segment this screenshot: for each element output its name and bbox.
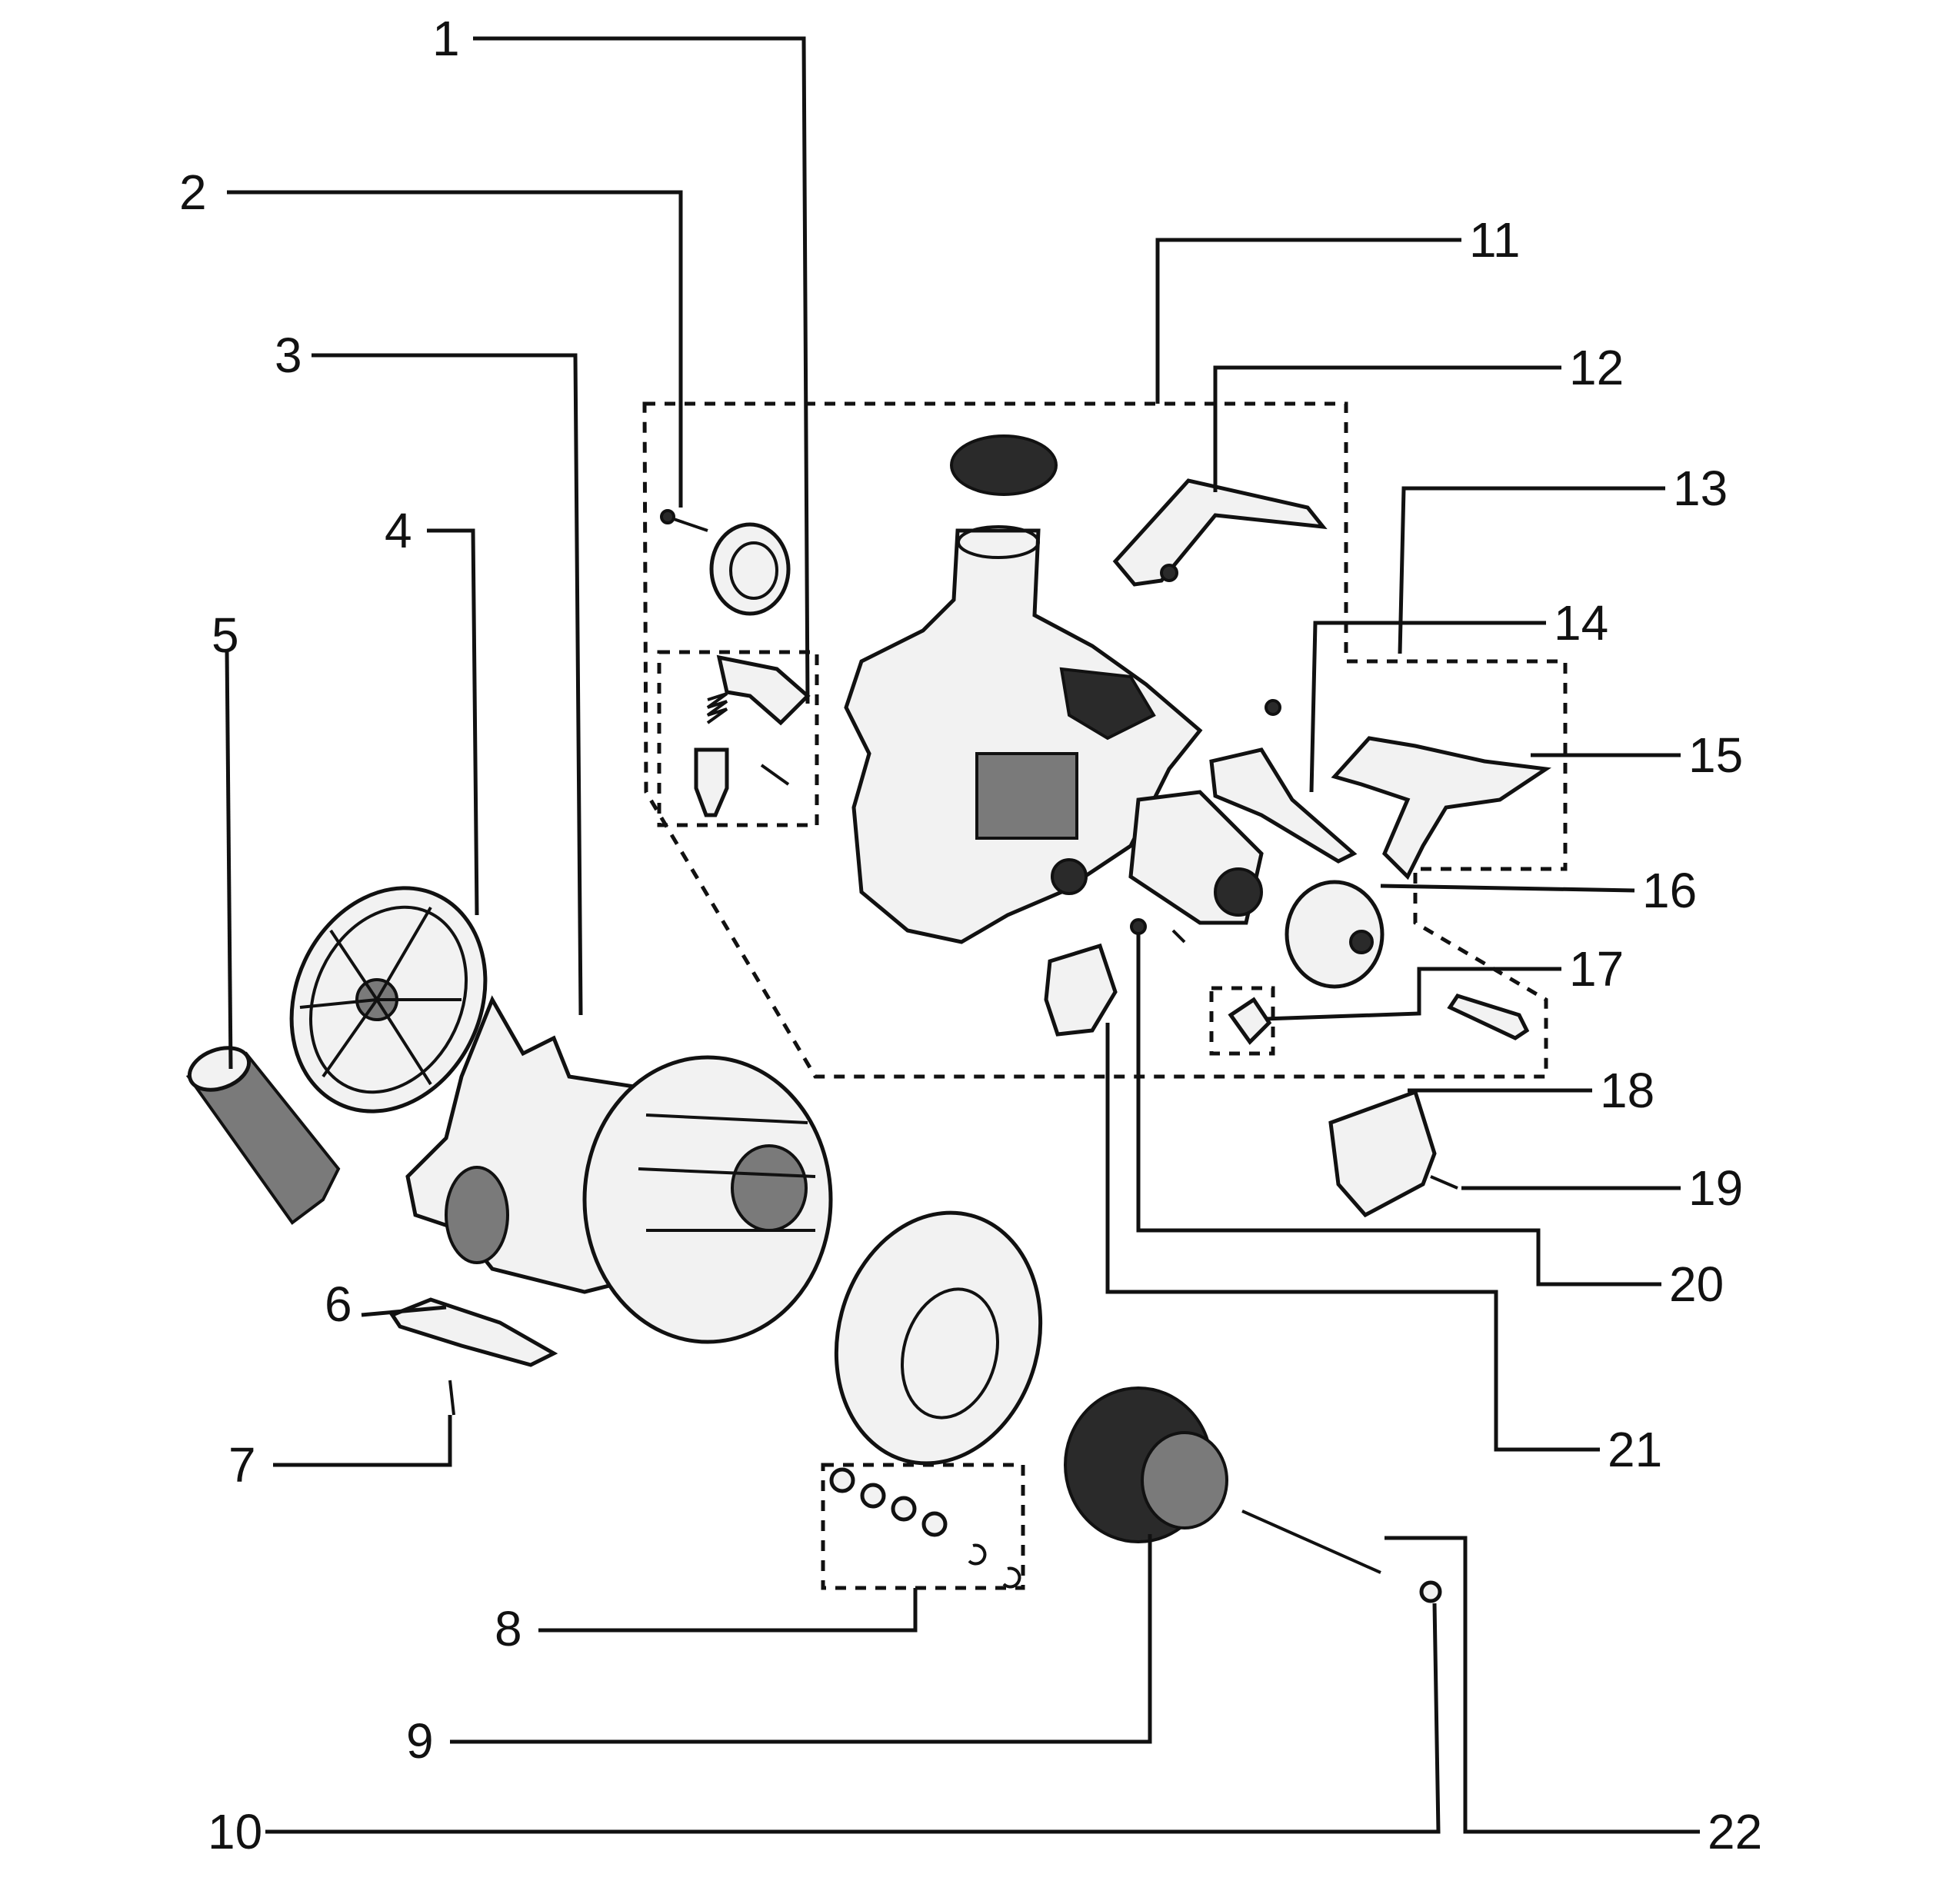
- leader-16: [1380, 884, 1635, 893]
- callout-5: 5: [212, 607, 239, 663]
- leader-13: [1398, 486, 1665, 654]
- callout-8: 8: [495, 1601, 522, 1656]
- callout-19: 19: [1688, 1160, 1743, 1216]
- base-clip-part: [389, 1297, 558, 1416]
- callout-6: 6: [325, 1277, 352, 1332]
- wheel-hub-part: [1064, 1386, 1228, 1543]
- leader-11: [1155, 238, 1461, 404]
- callout-3: 3: [275, 328, 302, 383]
- leader-3: [312, 353, 583, 1016]
- callout-14: 14: [1554, 595, 1608, 651]
- callout-16: 16: [1642, 863, 1697, 918]
- callout-4: 4: [385, 503, 412, 558]
- callout-2: 2: [179, 165, 207, 220]
- leader-22: [1385, 1536, 1700, 1834]
- axle-part: [1241, 1510, 1442, 1603]
- leader-12: [1213, 365, 1561, 492]
- leader-1: [473, 36, 810, 704]
- switch-part: [1044, 918, 1186, 1037]
- catch-subassembly-boundary: [1209, 986, 1275, 1056]
- leader-17: [1265, 967, 1561, 1021]
- leader-14: [1309, 621, 1546, 793]
- callout-22: 22: [1708, 1804, 1762, 1859]
- main-body-part: [844, 525, 1264, 944]
- callout-10: 10: [208, 1804, 262, 1859]
- clip-part: [1209, 699, 1358, 864]
- callout-17: 17: [1569, 941, 1624, 997]
- leader-2: [227, 190, 683, 508]
- callout-11: 11: [1469, 212, 1520, 268]
- latch-part: [694, 654, 811, 817]
- callout-labels: 1 2 3 4 5 6 7 8 9 10 11 12 13 14 15 16 1…: [179, 11, 1762, 1859]
- leader-10: [265, 1603, 1441, 1834]
- leader-lines: [225, 36, 1700, 1834]
- callout-21: 21: [1608, 1422, 1662, 1477]
- castor-wheel-part: [660, 509, 791, 616]
- cyclone-housing-part: [405, 995, 833, 1344]
- catch-part: [1228, 994, 1530, 1045]
- bracket-part: [1328, 1089, 1458, 1218]
- rear-wheel-part: [834, 1210, 1043, 1466]
- callout-12: 12: [1569, 340, 1624, 395]
- seal-part: [950, 434, 1058, 496]
- wheel-cap-part: [1285, 880, 1385, 989]
- leader-21: [1105, 1023, 1600, 1452]
- leader-6: [361, 1305, 447, 1317]
- leader-7: [273, 1415, 452, 1467]
- leader-20: [1136, 934, 1661, 1287]
- filter-part: [185, 1046, 341, 1225]
- leader-5: [225, 649, 233, 1070]
- callout-9: 9: [406, 1713, 434, 1769]
- callout-1: 1: [432, 11, 460, 66]
- latch-subassembly-boundary: [657, 650, 819, 827]
- callout-18: 18: [1600, 1063, 1654, 1118]
- wheel-rim-part: [289, 886, 488, 1113]
- washer-set-part: [829, 1467, 1021, 1589]
- callout-15: 15: [1688, 727, 1743, 783]
- lever-part: [1331, 736, 1551, 880]
- leader-9: [450, 1534, 1152, 1744]
- link-arm-part: [1112, 478, 1328, 587]
- main-assembly-boundary: [642, 401, 1568, 1079]
- leader-8: [538, 1588, 918, 1633]
- callout-20: 20: [1669, 1257, 1724, 1312]
- callout-7: 7: [228, 1437, 256, 1493]
- leader-4: [427, 528, 479, 916]
- callout-13: 13: [1673, 461, 1728, 516]
